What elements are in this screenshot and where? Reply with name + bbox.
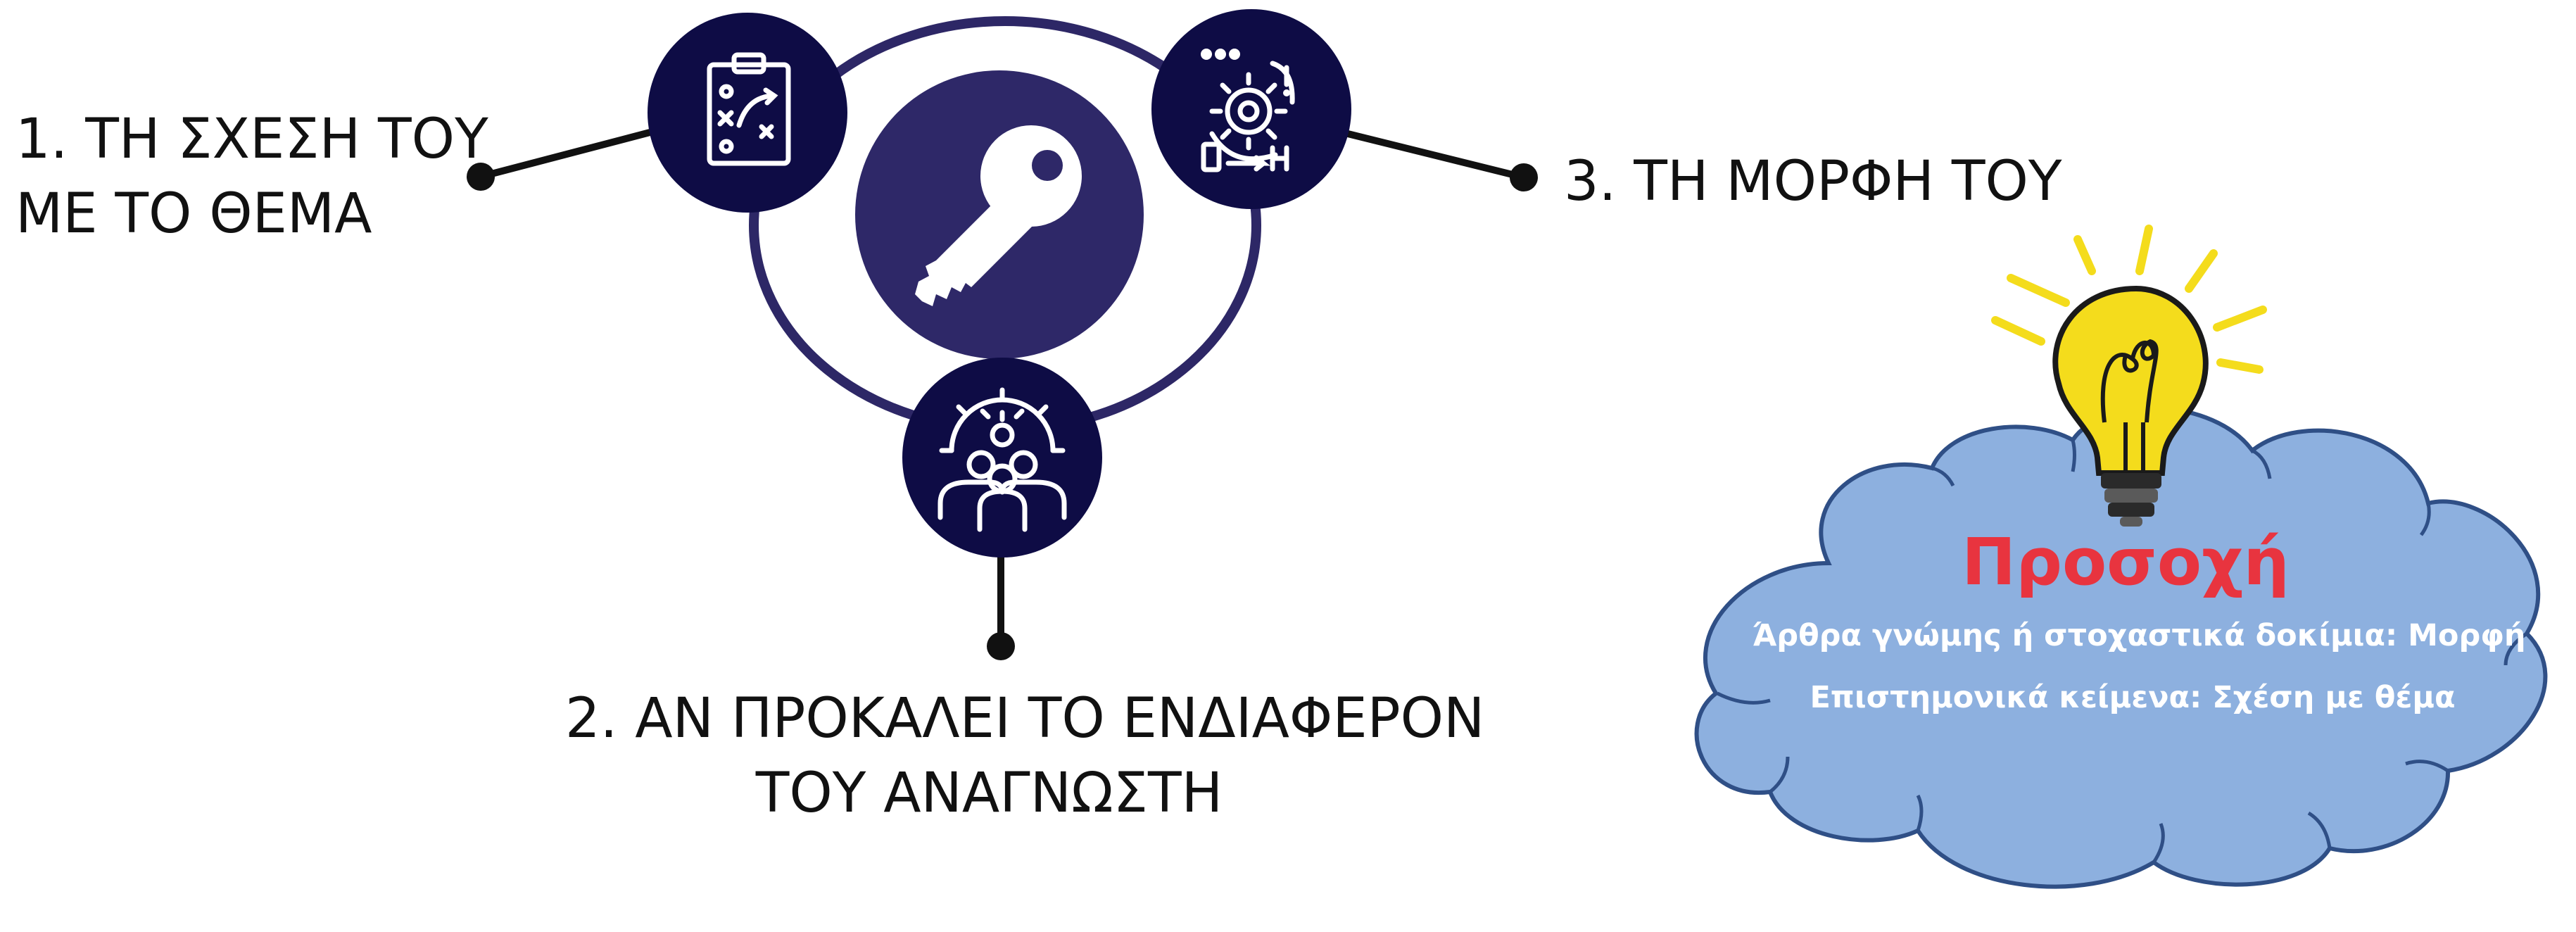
- node-1: [648, 13, 847, 213]
- item-1-line-1: 1. ΤΗ ΣΧΕΣΗ ΤΟΥ: [15, 108, 488, 171]
- warning-title: Προσοχή: [1962, 524, 2290, 600]
- item-3-line-1: 3. ΤΗ ΜΟΡΦΗ ΤΟΥ: [1564, 150, 2062, 213]
- warning-line-1: Άρθρα γνώμης ή στοχαστικά δοκίμια: Μορφή: [1753, 618, 2526, 653]
- warning-line-2: Επιστημονικά κείμενα: Σχέση με θέμα: [1810, 680, 2456, 715]
- strategy-clipboard-icon: [707, 52, 791, 166]
- team-idea-gear-icon: [937, 387, 1067, 532]
- item-2-label: 2. ΑΝ ΠΡΟΚΑΛΕΙ ΤΟ ΕΝΔΙΑΦΕΡΟΝ ΤΟΥ ΑΝΑΓΝΩΣ…: [565, 681, 1485, 831]
- lightbulb-icon: [1991, 225, 2267, 527]
- item-2-line-1: 2. ΑΝ ΠΡΟΚΑΛΕΙ ΤΟ ΕΝΔΙΑΦΕΡΟΝ: [565, 687, 1485, 750]
- connector-dot-3: [1510, 163, 1538, 191]
- connector-dot-1: [467, 163, 495, 191]
- connector-lines: [479, 127, 1525, 646]
- connector-3: [1346, 130, 1525, 181]
- center-key-node: [855, 70, 1144, 359]
- item-2-line-2: ΤΟΥ ΑΝΑΓΝΩΣΤΗ: [755, 762, 1223, 825]
- item-3-label: 3. ΤΗ ΜΟΡΦΗ ΤΟΥ: [1564, 144, 2062, 219]
- warning-cloud: [1694, 405, 2548, 889]
- connector-1: [479, 127, 659, 180]
- item-1-label: 1. ΤΗ ΣΧΕΣΗ ΤΟΥ ΜΕ ΤΟ ΘΕΜΑ: [15, 102, 488, 251]
- node-2: [902, 358, 1102, 558]
- node-3: [1151, 9, 1351, 209]
- key-icon: [915, 125, 1082, 306]
- item-1-line-2: ΜΕ ΤΟ ΘΕΜΑ: [15, 182, 372, 246]
- connector-dot-2: [987, 632, 1015, 660]
- process-gear-icon: [1201, 61, 1295, 172]
